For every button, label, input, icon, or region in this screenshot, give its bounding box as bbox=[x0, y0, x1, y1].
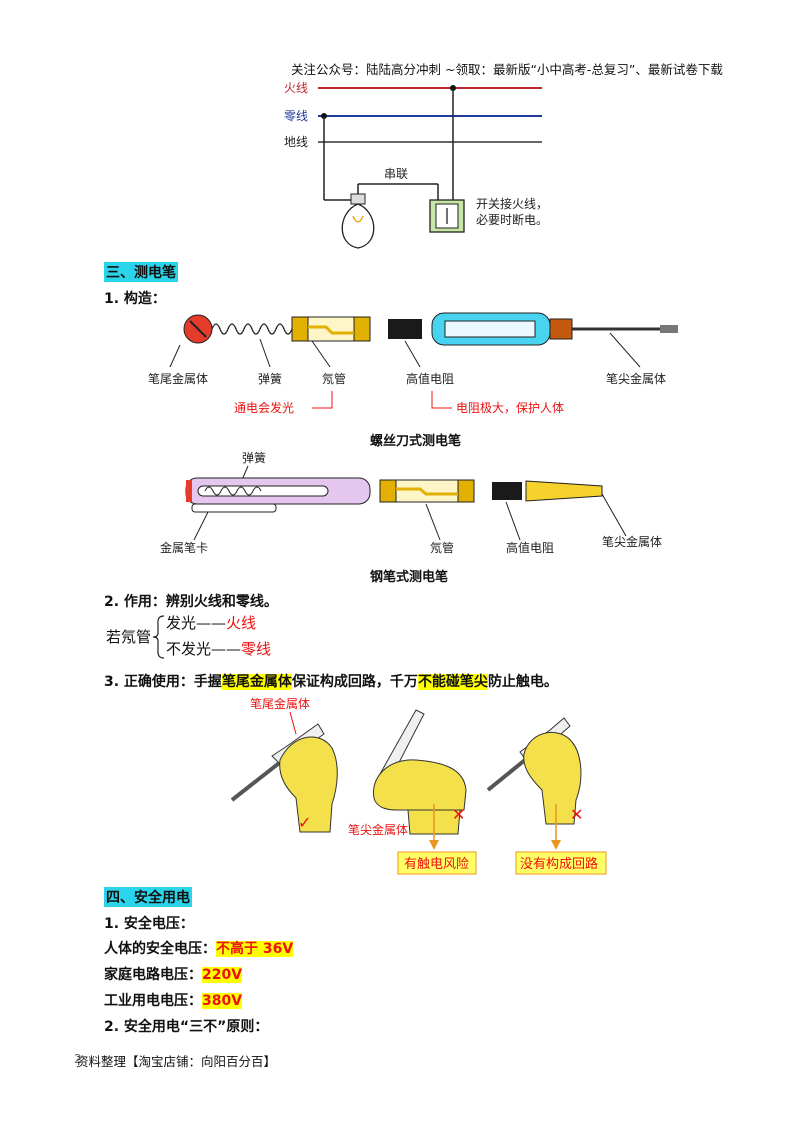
tail-cap-icon bbox=[183, 314, 213, 344]
ground-line-label: 地线 bbox=[284, 135, 308, 149]
industry-voltage-label: 工业用电电压： bbox=[104, 993, 202, 1009]
page-header: 关注公众号：陆陆高分冲刺 ~领取：最新版“小中高考-总复习”、最新试卷下载 bbox=[291, 62, 723, 77]
usage-part2: 保证构成回路，千万 bbox=[291, 674, 418, 690]
home-voltage-label: 家庭电路电压： bbox=[104, 967, 202, 983]
human-voltage-value: 不高于 36V bbox=[216, 941, 294, 957]
structure-heading: 1. 构造： bbox=[104, 291, 166, 307]
brace-row2-b: 零线 bbox=[241, 640, 272, 658]
pen-tip-icon bbox=[525, 480, 603, 502]
human-voltage-label: 人体的安全电压： bbox=[104, 941, 216, 957]
human-voltage-line: 人体的安全电压：不高于 36V bbox=[104, 938, 294, 958]
industry-voltage-line: 工业用电电压：380V bbox=[104, 990, 243, 1010]
pen-tester-caption: 钢笔式测电笔 bbox=[370, 570, 449, 585]
spring-label: 弹簧 bbox=[258, 371, 282, 386]
neutral-line-label: 零线 bbox=[284, 109, 308, 123]
pen-neon-label: 氖管 bbox=[430, 540, 454, 555]
section-3-title: 三、测电笔 bbox=[104, 262, 178, 282]
pen-neon-tube-icon bbox=[379, 479, 475, 503]
hand-grip-illustration: 笔尾金属体 ✓ ✕ 笔尖金属体 有触电风险 ✕ 没有构成回路 bbox=[230, 696, 607, 875]
screwdriver-tester-caption: 螺丝刀式测电笔 bbox=[370, 434, 462, 449]
page-number: 2 bbox=[74, 1051, 82, 1066]
principle-heading: 2. 安全用电“三不”原则： bbox=[104, 1019, 269, 1035]
footer-text: 资料整理【淘宝店铺：向阳百分百】 bbox=[76, 1054, 277, 1069]
tip-touch-label: 笔尖金属体 bbox=[348, 822, 408, 837]
switch-note-line1: 开关接火线， bbox=[476, 196, 548, 211]
tip-metal-label: 笔尖金属体 bbox=[606, 371, 666, 386]
brace-row2: 不发光——零线 bbox=[166, 638, 271, 659]
usage-highlight2: 不能碰笔尖 bbox=[417, 674, 488, 690]
neon-tube-icon bbox=[291, 316, 371, 342]
neon-label: 氖管 bbox=[322, 371, 346, 386]
usage-part1: 3. 正确使用：手握 bbox=[104, 674, 222, 690]
tail-grip-label: 笔尾金属体 bbox=[250, 696, 310, 711]
brace-row1-b: 火线 bbox=[226, 614, 257, 632]
industry-voltage-value: 380V bbox=[202, 993, 243, 1009]
usage-part3: 防止触电。 bbox=[487, 674, 558, 690]
voltage-heading: 1. 安全电压： bbox=[104, 916, 194, 932]
home-voltage-line: 家庭电路电压：220V bbox=[104, 964, 243, 984]
series-label: 串联 bbox=[384, 167, 408, 181]
resistor-label: 高值电阻 bbox=[406, 371, 454, 386]
usage-highlight1: 笔尾金属体 bbox=[221, 674, 292, 690]
pen-body-icon bbox=[431, 312, 678, 346]
usage-line: 3. 正确使用：手握笔尾金属体保证构成回路，千万不能碰笔尖防止触电。 bbox=[104, 671, 558, 691]
noloop-box-label: 没有构成回路 bbox=[520, 856, 598, 872]
resist-note: 电阻极大，保护人体 bbox=[456, 401, 564, 415]
tail-metal-label: 笔尾金属体 bbox=[148, 371, 208, 386]
brace-row2-a: 不发光—— bbox=[166, 640, 242, 658]
pen-resistor-icon bbox=[492, 482, 522, 500]
screwdriver-tester-diagram: 笔尾金属体 弹簧 氖管 高值电阻 笔尖金属体 通电会发光 电阻极大，保护人体 bbox=[148, 312, 678, 415]
brace-row1-a: 发光—— bbox=[166, 614, 227, 632]
cross-mark-1: ✕ bbox=[452, 805, 465, 824]
pen-tester-diagram: 弹簧 金属笔卡 氖管 高值电阻 笔尖金属体 bbox=[160, 450, 662, 555]
switch-note-line2: 必要时断电。 bbox=[476, 212, 548, 227]
wrong-grip-tip-icon bbox=[372, 709, 467, 835]
section-4-title: 四、安全用电 bbox=[104, 887, 192, 907]
resistor-icon bbox=[388, 319, 422, 339]
brace-prefix: 若氖管 bbox=[106, 628, 152, 646]
check-mark: ✓ bbox=[298, 813, 311, 832]
wiring-diagram: 火线 零线 地线 串联 开关接火线， 必要时断电。 bbox=[284, 81, 548, 249]
glow-note: 通电会发光 bbox=[234, 400, 294, 415]
switch-icon bbox=[429, 199, 465, 233]
home-voltage-value: 220V bbox=[202, 967, 243, 983]
correct-grip-icon bbox=[230, 723, 338, 833]
light-bulb-icon bbox=[341, 193, 375, 249]
pen-resistor-label: 高值电阻 bbox=[506, 540, 554, 555]
pen-barrel-icon bbox=[185, 477, 371, 513]
clip-label: 金属笔卡 bbox=[160, 540, 208, 555]
fire-line-label: 火线 bbox=[284, 81, 308, 95]
pen-tip-label: 笔尖金属体 bbox=[602, 534, 662, 549]
risk-box-label: 有触电风险 bbox=[404, 857, 469, 872]
pen-spring-label: 弹簧 bbox=[242, 450, 266, 465]
function-heading: 2. 作用：辨别火线和零线。 bbox=[104, 594, 278, 610]
cross-mark-2: ✕ bbox=[570, 805, 583, 824]
wrong-grip-noloop-icon bbox=[486, 717, 582, 825]
brace-row1: 发光——火线 bbox=[166, 612, 256, 633]
brace-icon bbox=[152, 615, 165, 659]
